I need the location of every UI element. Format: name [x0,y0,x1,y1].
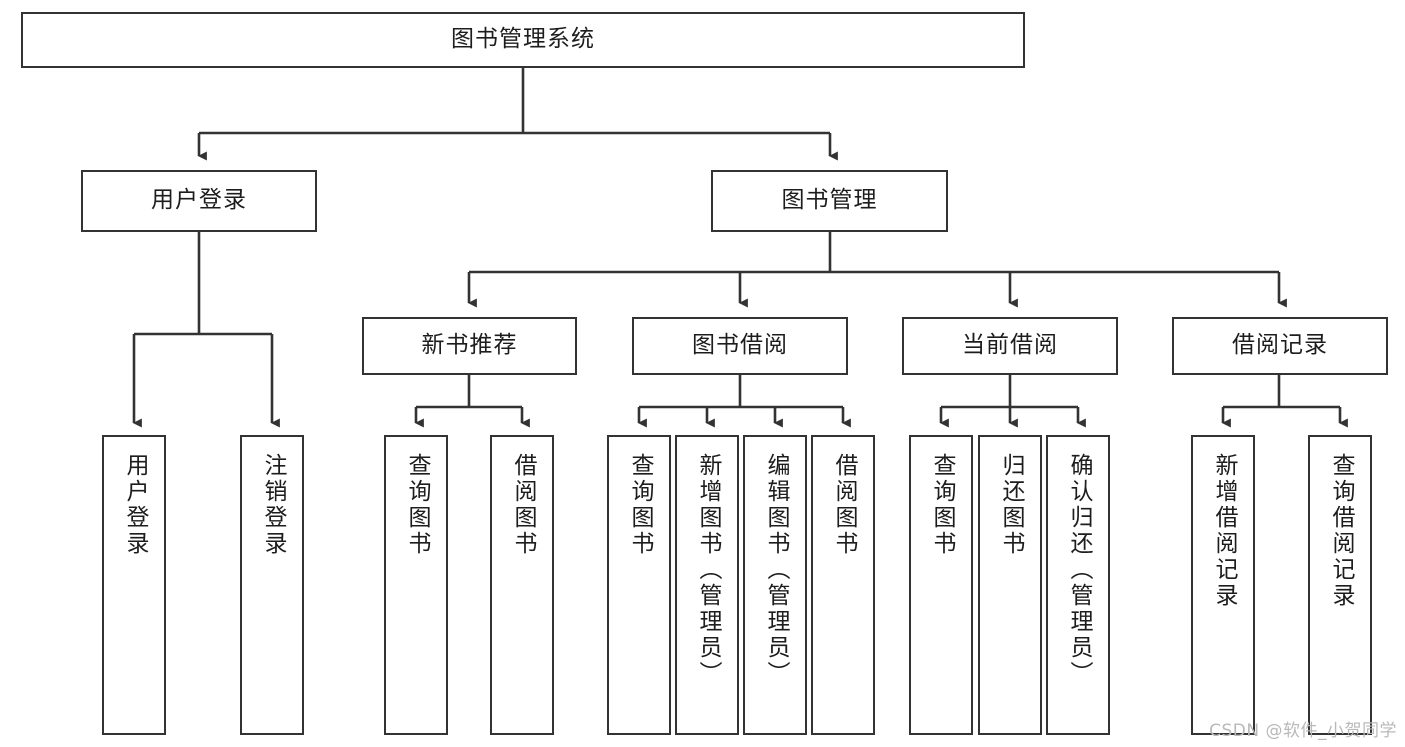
leaf-record-query-record[interactable]: 查询借阅记录 [1308,435,1372,735]
leaf-borrow-add-book-admin[interactable]: 新增图书（管理员） [675,435,739,735]
leaf-user-login-signout[interactable]: 注销登录 [240,435,304,735]
leaf-label: 归还图书 [997,453,1024,557]
leaf-label: 编辑图书（管理员） [762,453,789,687]
node-book-management-label: 图书管理 [781,187,878,214]
node-book-management[interactable]: 图书管理 [711,170,948,232]
leaf-current-confirm-return-admin[interactable]: 确认归还（管理员） [1046,435,1110,735]
leaf-label: 查询图书 [403,453,430,557]
leaf-recommend-borrow-book[interactable]: 借阅图书 [490,435,554,735]
node-borrow-record-label: 借阅记录 [1232,332,1328,359]
leaf-label: 借阅图书 [509,453,536,557]
leaf-current-return-book[interactable]: 归还图书 [978,435,1042,735]
leaf-label: 查询图书 [928,453,955,557]
node-user-login-label: 用户登录 [151,187,247,214]
node-root[interactable]: 图书管理系统 [21,12,1025,68]
csdn-watermark: CSDN @软件_小贺同学 [1209,721,1397,741]
node-book-borrow[interactable]: 图书借阅 [632,317,848,375]
leaf-label: 新增图书（管理员） [694,453,721,687]
leaf-label: 用户登录 [121,453,148,557]
node-new-book-recommend-label: 新书推荐 [421,332,518,359]
leaf-current-query-book[interactable]: 查询图书 [909,435,973,735]
node-borrow-record[interactable]: 借阅记录 [1172,317,1388,375]
leaf-label: 查询图书 [626,453,653,557]
leaf-label: 新增借阅记录 [1210,453,1237,609]
node-user-login[interactable]: 用户登录 [81,170,317,232]
leaf-label: 查询借阅记录 [1327,453,1354,609]
leaf-user-login-signin[interactable]: 用户登录 [102,435,166,735]
leaf-recommend-query-book[interactable]: 查询图书 [384,435,448,735]
leaf-borrow-query-book[interactable]: 查询图书 [607,435,671,735]
node-current-borrow-label: 当前借阅 [962,332,1058,359]
leaf-label: 注销登录 [259,453,286,557]
leaf-record-add-record[interactable]: 新增借阅记录 [1191,435,1255,735]
node-book-borrow-label: 图书借阅 [692,332,788,359]
node-root-label: 图书管理系统 [451,26,595,53]
leaf-borrow-borrow-book[interactable]: 借阅图书 [811,435,875,735]
leaf-borrow-edit-book-admin[interactable]: 编辑图书（管理员） [743,435,807,735]
leaf-label: 确认归还（管理员） [1065,453,1092,687]
node-current-borrow[interactable]: 当前借阅 [902,317,1118,375]
leaf-label: 借阅图书 [830,453,857,557]
node-new-book-recommend[interactable]: 新书推荐 [362,317,577,375]
